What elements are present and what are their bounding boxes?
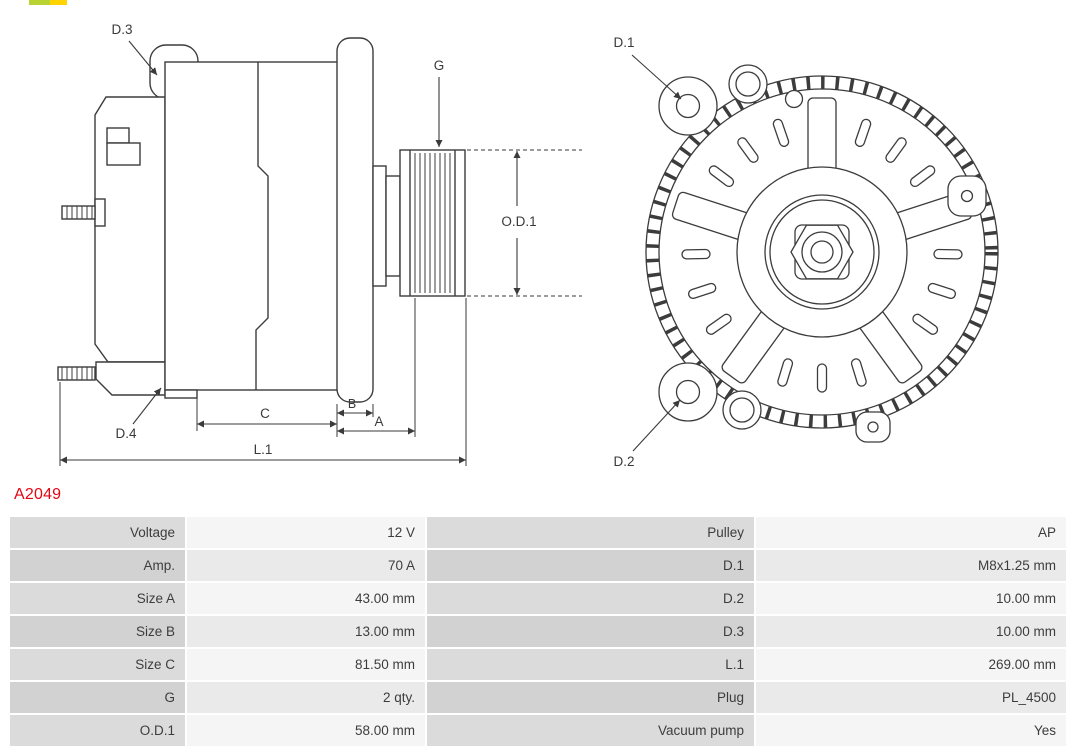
label-d2: D.2: [613, 454, 634, 469]
logo-fragment: [29, 0, 67, 5]
terminal-stud-bottom-threads: [61, 367, 93, 380]
label-d4: D.4: [115, 426, 137, 441]
serration-ticks: [646, 76, 998, 428]
body-step: [164, 389, 198, 399]
spec-value-d1: M8x1.25 mm: [756, 550, 1066, 581]
spec-value-vacuum-pump: Yes: [756, 715, 1066, 746]
rear-housing-detail: [106, 127, 130, 144]
label-d1: D.1: [613, 35, 634, 50]
label-g: G: [434, 58, 445, 73]
front-bracket: [336, 37, 374, 403]
spec-value-pulley: AP: [756, 517, 1066, 548]
leader-d1: [631, 54, 682, 100]
label-d3: D.3: [111, 22, 132, 37]
spec-label-size-b: Size B: [10, 616, 185, 647]
pulley-grooves: [414, 153, 451, 293]
spec-label-size-a: Size A: [10, 583, 185, 614]
spec-label-l1: L.1: [427, 649, 754, 680]
shaft-spacer-1: [372, 165, 387, 287]
pulley: [399, 149, 466, 297]
rear-housing-detail-2: [106, 142, 141, 166]
spec-label-size-c: Size C: [10, 649, 185, 680]
vent-slot: [687, 282, 717, 300]
spec-value-g: 2 qty.: [187, 682, 425, 713]
spec-label-vacuum-pump: Vacuum pump: [427, 715, 754, 746]
spec-label-d1: D.1: [427, 550, 754, 581]
shaft-spacer-2: [385, 175, 401, 277]
spec-label-d2: D.2: [427, 583, 754, 614]
vent-slot: [705, 313, 732, 335]
stator-body: [164, 61, 341, 391]
vent-slot: [912, 313, 939, 335]
label-c: C: [260, 406, 270, 421]
spec-value-l1: 269.00 mm: [756, 649, 1066, 680]
rear-view-labels: D.1 D.2: [613, 35, 634, 469]
terminal-base-top: [94, 198, 106, 227]
label-a: A: [374, 414, 383, 429]
vent-slot: [854, 118, 872, 147]
spec-label-plug: Plug: [427, 682, 754, 713]
vent-slot: [909, 165, 936, 188]
vent-slot: [933, 248, 963, 260]
side-view-labels: D.3 G O.D.1 D.4 B C A L.1: [111, 22, 536, 457]
label-l1: L.1: [254, 442, 273, 457]
tab-bottom-hole: [867, 421, 879, 433]
tab-right-hole: [960, 189, 974, 203]
vent-slot: [816, 363, 828, 393]
spec-label-voltage: Voltage: [10, 517, 185, 548]
vent-slot: [681, 248, 711, 260]
rear-housing: [94, 96, 166, 363]
mounting-foot: [95, 361, 166, 396]
label-od1: O.D.1: [501, 214, 536, 229]
side-view: [57, 37, 466, 403]
vent-slot: [885, 137, 907, 163]
small-hole-top: [784, 89, 804, 109]
alternator-technical-drawing: D.3 G O.D.1 D.4 B C A L.1: [57, 22, 999, 469]
spec-value-size-b: 13.00 mm: [187, 616, 425, 647]
spec-table: Voltage 12 V Pulley AP Amp. 70 A D.1 M8x…: [10, 517, 1066, 746]
pulley-flanges: [409, 150, 456, 296]
vent-slot: [737, 137, 759, 163]
rear-view: [645, 64, 999, 443]
shaft-center: [810, 240, 834, 264]
vent-slot: [708, 165, 735, 188]
spec-label-d3: D.3: [427, 616, 754, 647]
spec-value-d3: 10.00 mm: [756, 616, 1066, 647]
boss-top-hole: [735, 71, 761, 97]
mounting-hole-d1: [675, 93, 701, 119]
leader-d2: [632, 399, 681, 452]
spoke: [807, 97, 837, 175]
terminal-stud-top-threads: [66, 206, 93, 219]
vent-slot: [850, 358, 867, 387]
leader-d4: [132, 387, 162, 425]
spec-value-size-c: 81.50 mm: [187, 649, 425, 680]
leader-d3: [128, 40, 158, 76]
od1-extension-lines: [467, 149, 582, 297]
vent-slot: [927, 282, 957, 300]
spec-label-od1: O.D.1: [10, 715, 185, 746]
rear-view-dimensions: [631, 54, 682, 452]
spec-value-d2: 10.00 mm: [756, 583, 1066, 614]
spec-value-amp: 70 A: [187, 550, 425, 581]
spec-label-pulley: Pulley: [427, 517, 754, 548]
mounting-hole-d2: [675, 379, 701, 405]
vent-slot: [777, 358, 794, 387]
vent-slot: [772, 118, 790, 147]
spec-label-amp: Amp.: [10, 550, 185, 581]
spec-label-g: G: [10, 682, 185, 713]
dim-extension-lines: [59, 298, 467, 466]
part-number: A2049: [14, 486, 62, 503]
label-b: B: [348, 397, 356, 411]
spec-value-od1: 58.00 mm: [187, 715, 425, 746]
spec-value-voltage: 12 V: [187, 517, 425, 548]
spec-value-size-a: 43.00 mm: [187, 583, 425, 614]
spec-value-plug: PL_4500: [756, 682, 1066, 713]
side-view-dimensions: [59, 40, 582, 466]
boss-bottom-hole: [729, 397, 755, 423]
bracket-joint-line: [255, 62, 269, 390]
